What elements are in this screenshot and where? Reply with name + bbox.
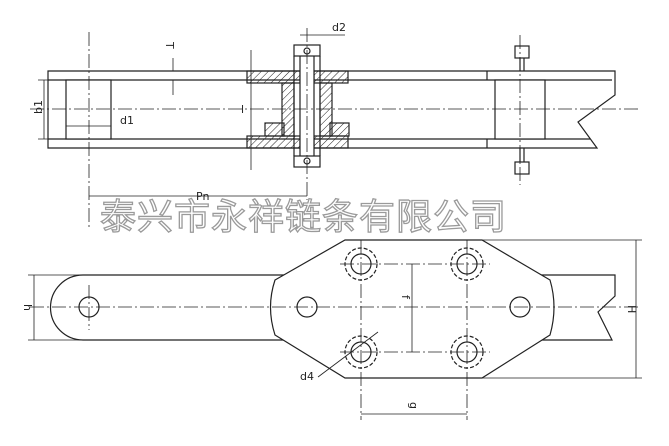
dim-label-Pn: Pn [196, 190, 209, 203]
left-roller [65, 79, 112, 140]
dim-label-d1: d1 [120, 114, 134, 127]
top-left-hatch-plate [246, 70, 301, 84]
dim-label-f: f [399, 295, 412, 300]
dim-label-H: H [625, 305, 638, 313]
dim-label-l: l [241, 103, 244, 116]
dim-label-d2: d2 [332, 21, 346, 34]
top-view-section [47, 44, 616, 175]
bottom-dimension-labels: h f H d4 g [21, 295, 638, 409]
bottom-view-elevation [49, 239, 616, 379]
dim-label-b1: b1 [32, 100, 45, 114]
dim-label-h: h [21, 304, 34, 311]
dim-label-g: g [407, 402, 420, 409]
dim-label-T: T [163, 41, 176, 49]
dim-label-d4: d4 [300, 370, 314, 383]
company-watermark: 泰兴市永祥链条有限公司 [100, 197, 507, 238]
top-dimension-labels: T d2 b1 d1 l Pn [32, 21, 346, 203]
